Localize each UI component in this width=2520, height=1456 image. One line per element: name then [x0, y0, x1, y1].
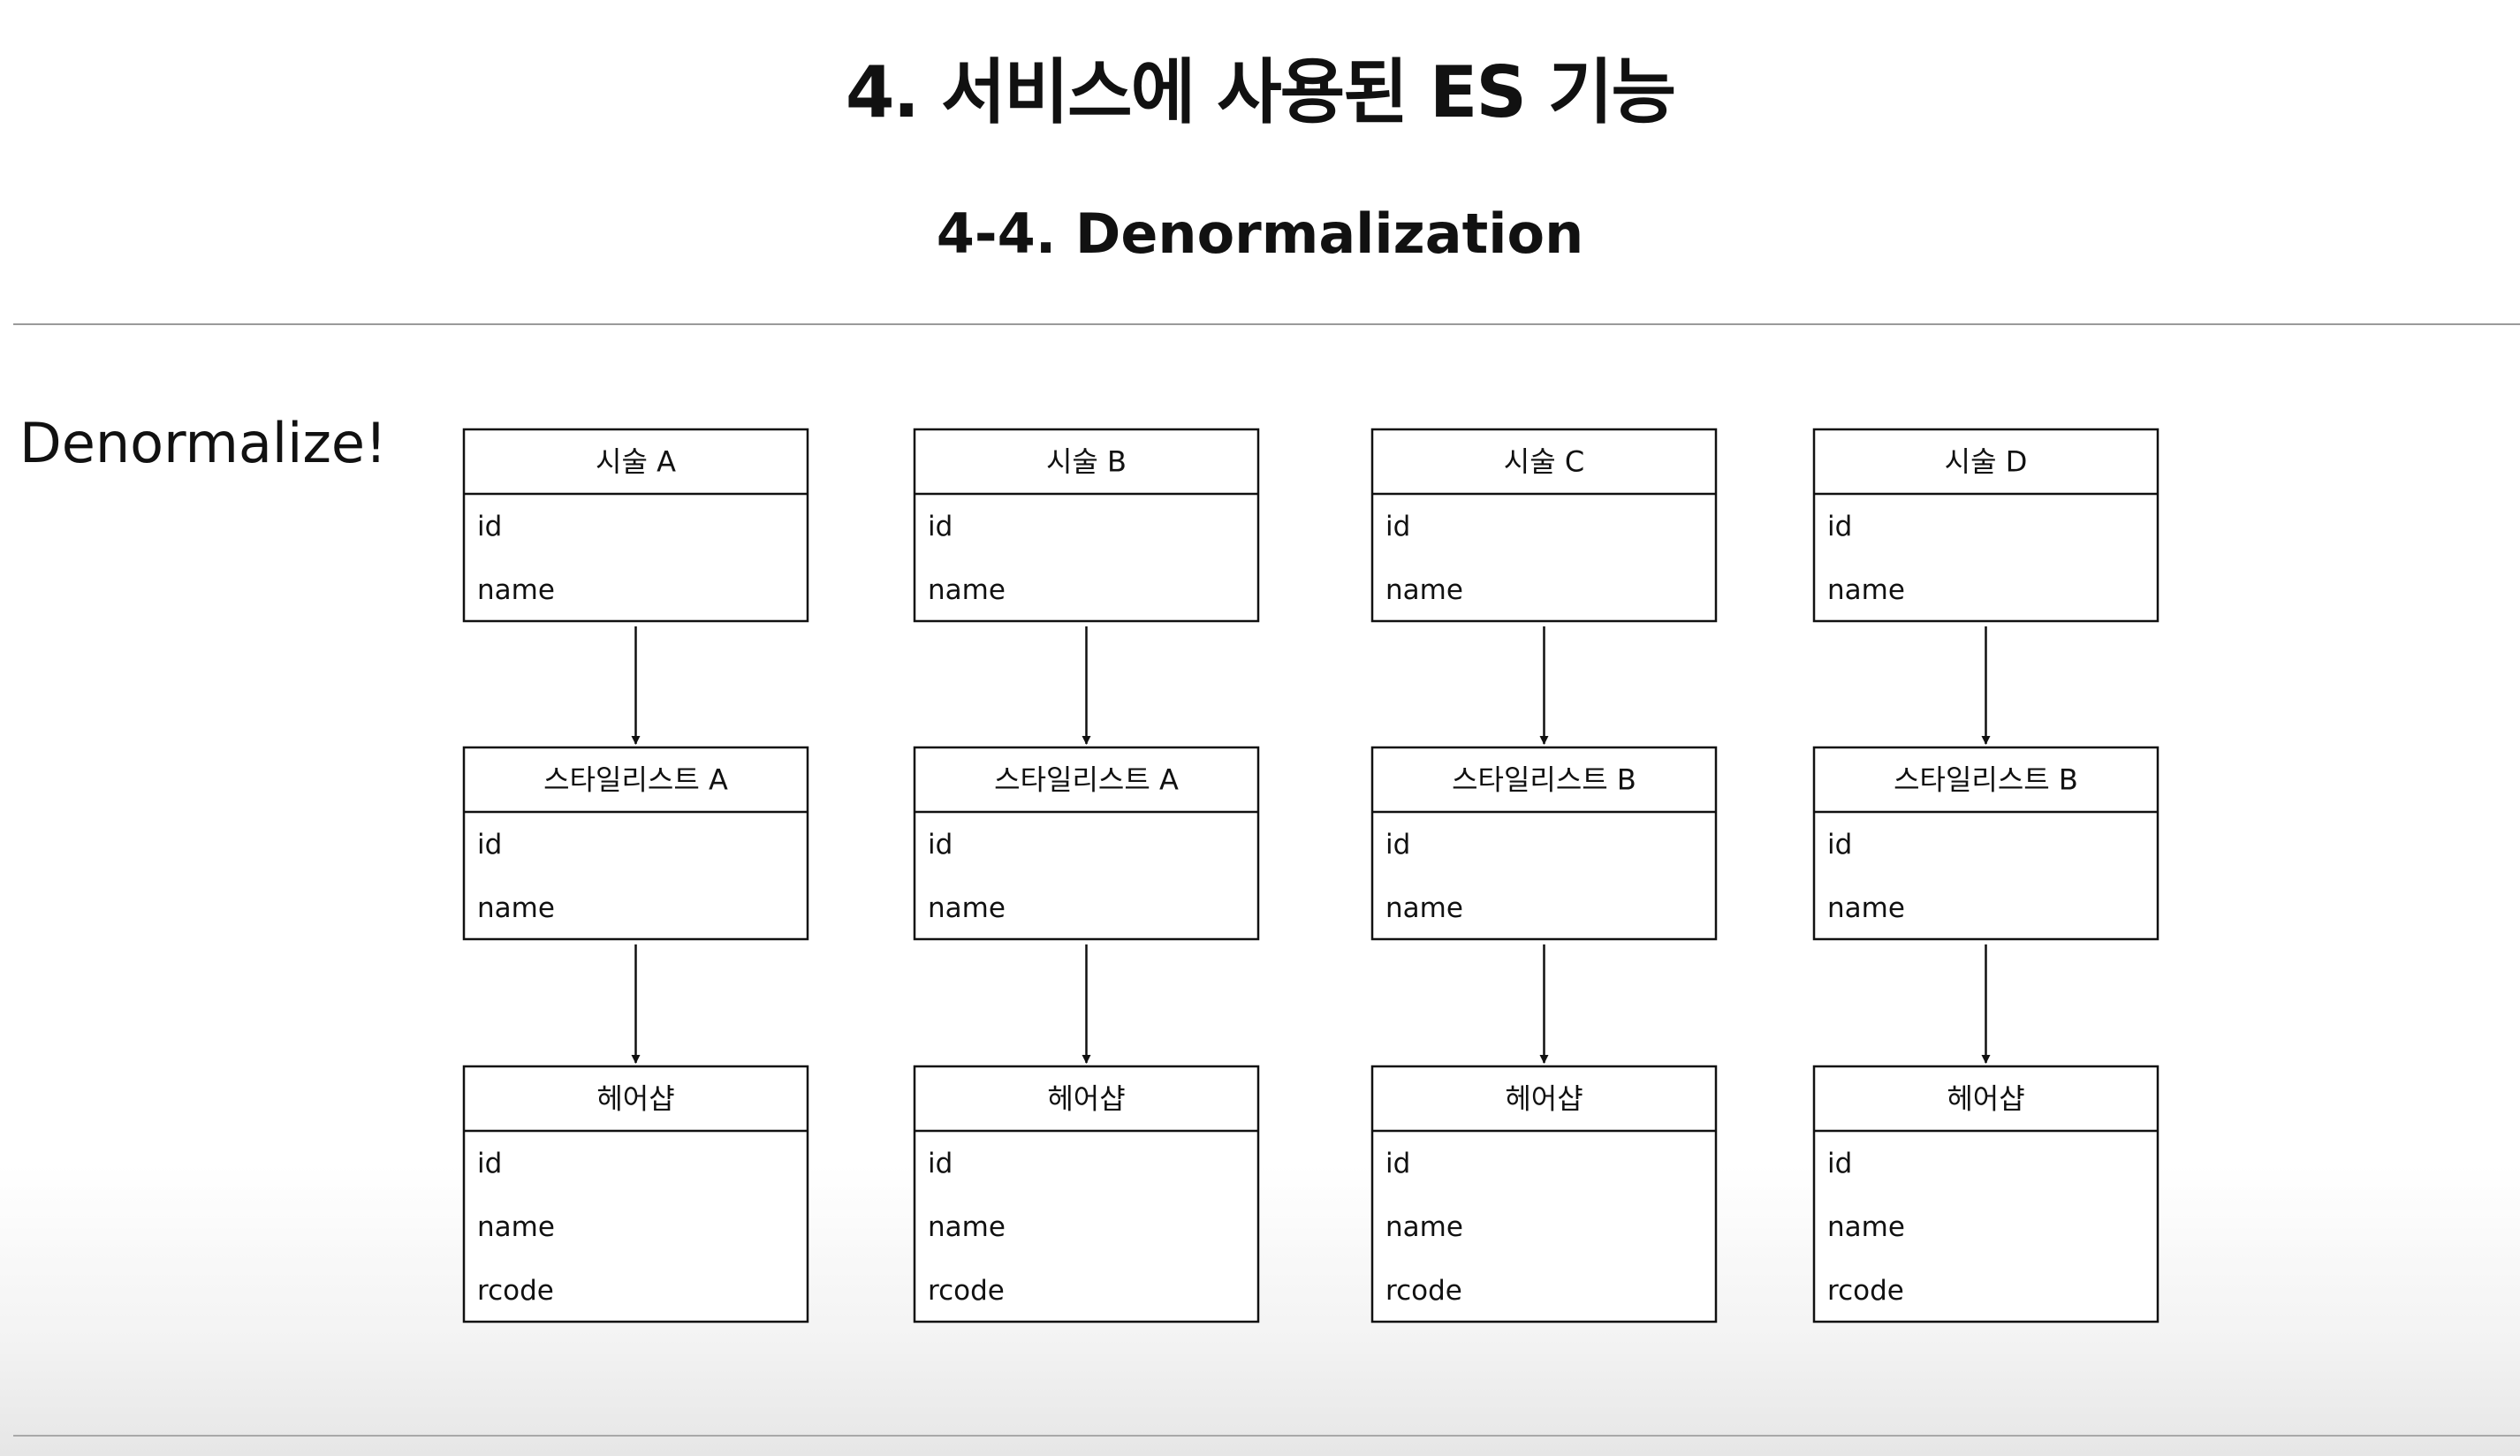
entity-title: 헤어샵: [1047, 1082, 1125, 1116]
entity-field: rcode: [477, 1275, 554, 1307]
entity-box-border: [1370, 1065, 1718, 1323]
entity-field: name: [1827, 574, 1905, 606]
entity-field: name: [928, 892, 1006, 924]
entity-field: name: [1385, 574, 1463, 606]
top-divider: [13, 323, 2520, 325]
entity-field: id: [1385, 511, 1410, 542]
entity-field: rcode: [1385, 1275, 1462, 1307]
entity-field: name: [928, 1211, 1006, 1243]
side-label: Denormalize!: [19, 411, 387, 475]
entity-field: id: [1827, 1148, 1852, 1179]
entity-title: 시술 D: [1945, 445, 2028, 479]
entity-field: id: [928, 1148, 953, 1179]
entity-title: 시술 C: [1504, 445, 1584, 479]
entity-field: id: [1385, 1148, 1410, 1179]
entity-field: name: [928, 574, 1006, 606]
entity-field: name: [1385, 1211, 1463, 1243]
entity-box-1-3: 헤어샵 id name rcode: [462, 1065, 809, 1323]
entity-field: name: [1827, 892, 1905, 924]
entity-field: id: [477, 1148, 502, 1179]
entity-field: name: [477, 1211, 555, 1243]
entity-title: 헤어샵: [1505, 1082, 1583, 1116]
entity-box-border: [1812, 746, 2159, 941]
entity-box-4-1: 시술 D id name: [1812, 428, 2159, 623]
entity-box-border: [1812, 428, 2159, 623]
entity-title: 헤어샵: [1947, 1082, 2024, 1116]
entity-box-1-1: 시술 A id name: [462, 428, 809, 623]
entity-box-border: [1370, 746, 1718, 941]
entity-field: id: [928, 829, 953, 861]
entity-box-2-2: 스타일리스트 A id name: [913, 746, 1260, 941]
bottom-divider: [13, 1435, 2520, 1437]
entity-field: id: [477, 511, 502, 542]
entity-field: id: [477, 829, 502, 861]
entity-field: name: [477, 574, 555, 606]
entity-title: 헤어샵: [596, 1082, 674, 1116]
entity-box-border: [913, 1065, 1260, 1323]
entity-title: 시술 B: [1046, 445, 1127, 479]
entity-box-2-1: 시술 B id name: [913, 428, 1260, 623]
entity-field: name: [1385, 892, 1463, 924]
entity-box-3-2: 스타일리스트 B id name: [1370, 746, 1718, 941]
entity-field: name: [1827, 1211, 1905, 1243]
entity-box-2-3: 헤어샵 id name rcode: [913, 1065, 1260, 1323]
entity-title: 스타일리스트 A: [994, 763, 1179, 797]
entity-field: id: [928, 511, 953, 542]
entity-title: 시술 A: [596, 445, 676, 479]
entity-box-4-2: 스타일리스트 B id name: [1812, 746, 2159, 941]
entity-title: 스타일리스트 B: [1894, 763, 2078, 797]
slide-title: 4. 서비스에 사용된 ES 기능: [845, 51, 1676, 133]
entity-box-border: [913, 746, 1260, 941]
slide-subtitle: 4-4. Denormalization: [936, 201, 1584, 266]
entity-box-4-3: 헤어샵 id name rcode: [1812, 1065, 2159, 1323]
entity-box-3-1: 시술 C id name: [1370, 428, 1718, 623]
entity-field: rcode: [1827, 1275, 1904, 1307]
entity-field: rcode: [928, 1275, 1005, 1307]
entity-title: 스타일리스트 A: [543, 763, 728, 797]
entity-box-3-3: 헤어샵 id name rcode: [1370, 1065, 1718, 1323]
entity-title: 스타일리스트 B: [1452, 763, 1636, 797]
entity-field: name: [477, 892, 555, 924]
entity-field: id: [1827, 829, 1852, 861]
entity-box-border: [913, 428, 1260, 623]
entity-box-border: [462, 1065, 809, 1323]
entity-box-1-2: 스타일리스트 A id name: [462, 746, 809, 941]
entity-box-border: [1370, 428, 1718, 623]
entity-box-border: [1812, 1065, 2159, 1323]
entity-field: id: [1827, 511, 1852, 542]
entity-field: id: [1385, 829, 1410, 861]
entity-box-border: [462, 746, 809, 941]
entity-box-border: [462, 428, 809, 623]
